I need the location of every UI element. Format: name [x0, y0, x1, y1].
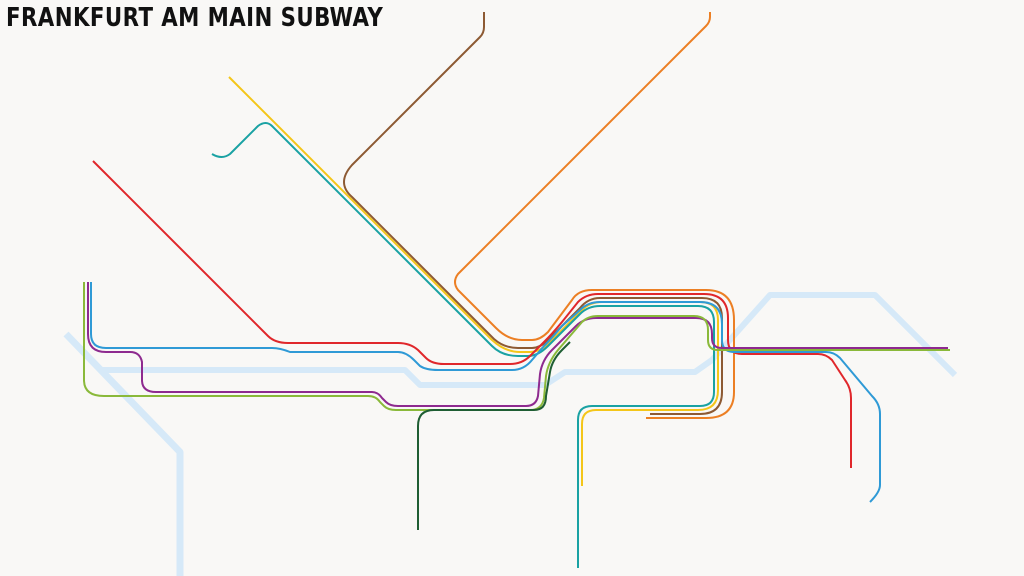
- line-red[interactable]: [92, 160, 852, 468]
- line-brown[interactable]: [343, 12, 723, 415]
- line-lime[interactable]: [83, 282, 950, 411]
- line-dark-green[interactable]: [417, 341, 571, 530]
- line-blue[interactable]: [90, 282, 881, 503]
- river-main: [63, 331, 184, 576]
- line-orange[interactable]: [454, 12, 735, 419]
- map-title: FRANKFURT AM MAIN SUBWAY: [6, 3, 384, 33]
- river-main: [100, 292, 958, 388]
- line-yellow[interactable]: [228, 76, 719, 486]
- line-teal[interactable]: [211, 122, 715, 568]
